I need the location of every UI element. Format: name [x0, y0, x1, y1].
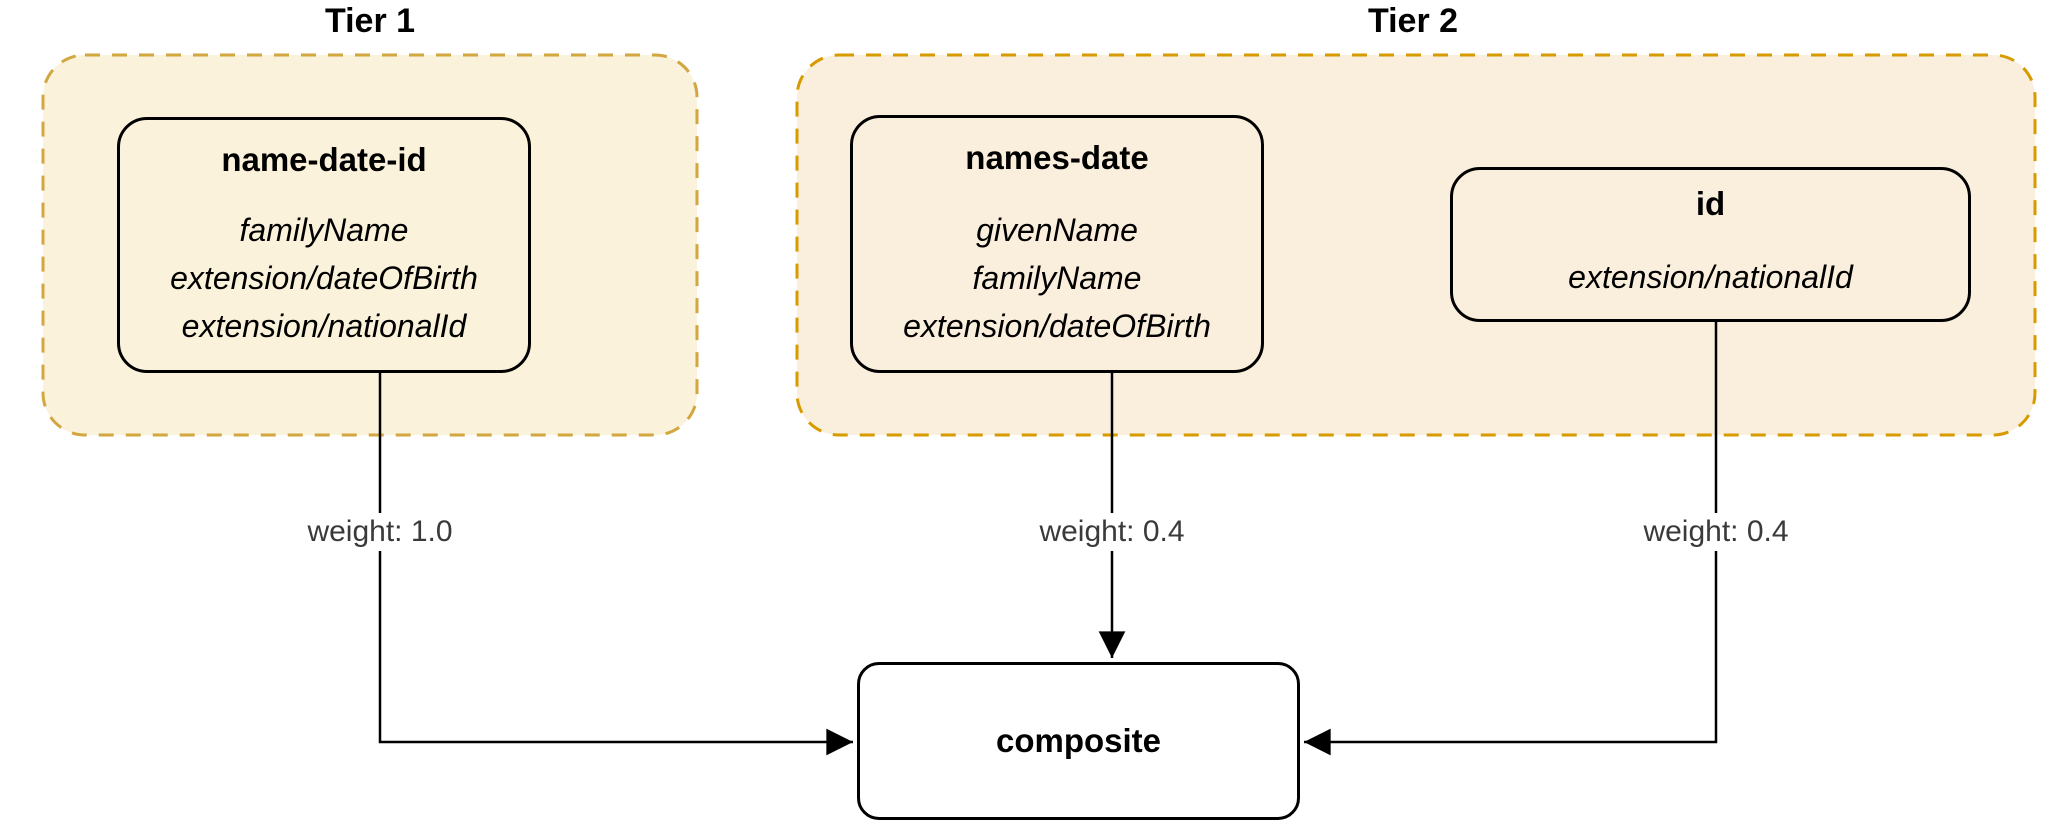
edge-label-weight: weight: 0.4 [1635, 513, 1797, 551]
node-title: composite [995, 722, 1162, 759]
node-field: extension/nationalId [1568, 259, 1853, 295]
node-field: familyName [972, 260, 1142, 296]
node-field: familyName [239, 212, 409, 248]
edge-id-to-composite [1304, 322, 1718, 756]
node-composite: composite [857, 662, 1300, 820]
node-field: extension/dateOfBirth [170, 260, 478, 296]
tier-1-label: Tier 1 [324, 2, 416, 40]
node-title: name-date-id [221, 141, 427, 178]
edge-name-date-id-to-composite [378, 373, 853, 756]
node-names-date: names-date givenName familyName extensio… [850, 115, 1264, 373]
node-fields: familyName extension/dateOfBirth extensi… [170, 206, 478, 350]
node-name-date-id: name-date-id familyName extension/dateOf… [117, 117, 531, 373]
node-field: givenName [976, 212, 1138, 248]
node-field: extension/dateOfBirth [903, 308, 1211, 344]
node-fields: extension/nationalId [1568, 253, 1853, 301]
node-title: id [1695, 185, 1726, 222]
node-fields: givenName familyName extension/dateOfBir… [903, 206, 1211, 350]
edge-label-weight: weight: 0.4 [1031, 513, 1193, 551]
tier-2-label: Tier 2 [1367, 2, 1459, 40]
node-id: id extension/nationalId [1450, 167, 1971, 322]
edge-label-weight: weight: 1.0 [299, 513, 461, 551]
node-title: names-date [965, 139, 1149, 176]
node-field: extension/nationalId [181, 308, 467, 344]
